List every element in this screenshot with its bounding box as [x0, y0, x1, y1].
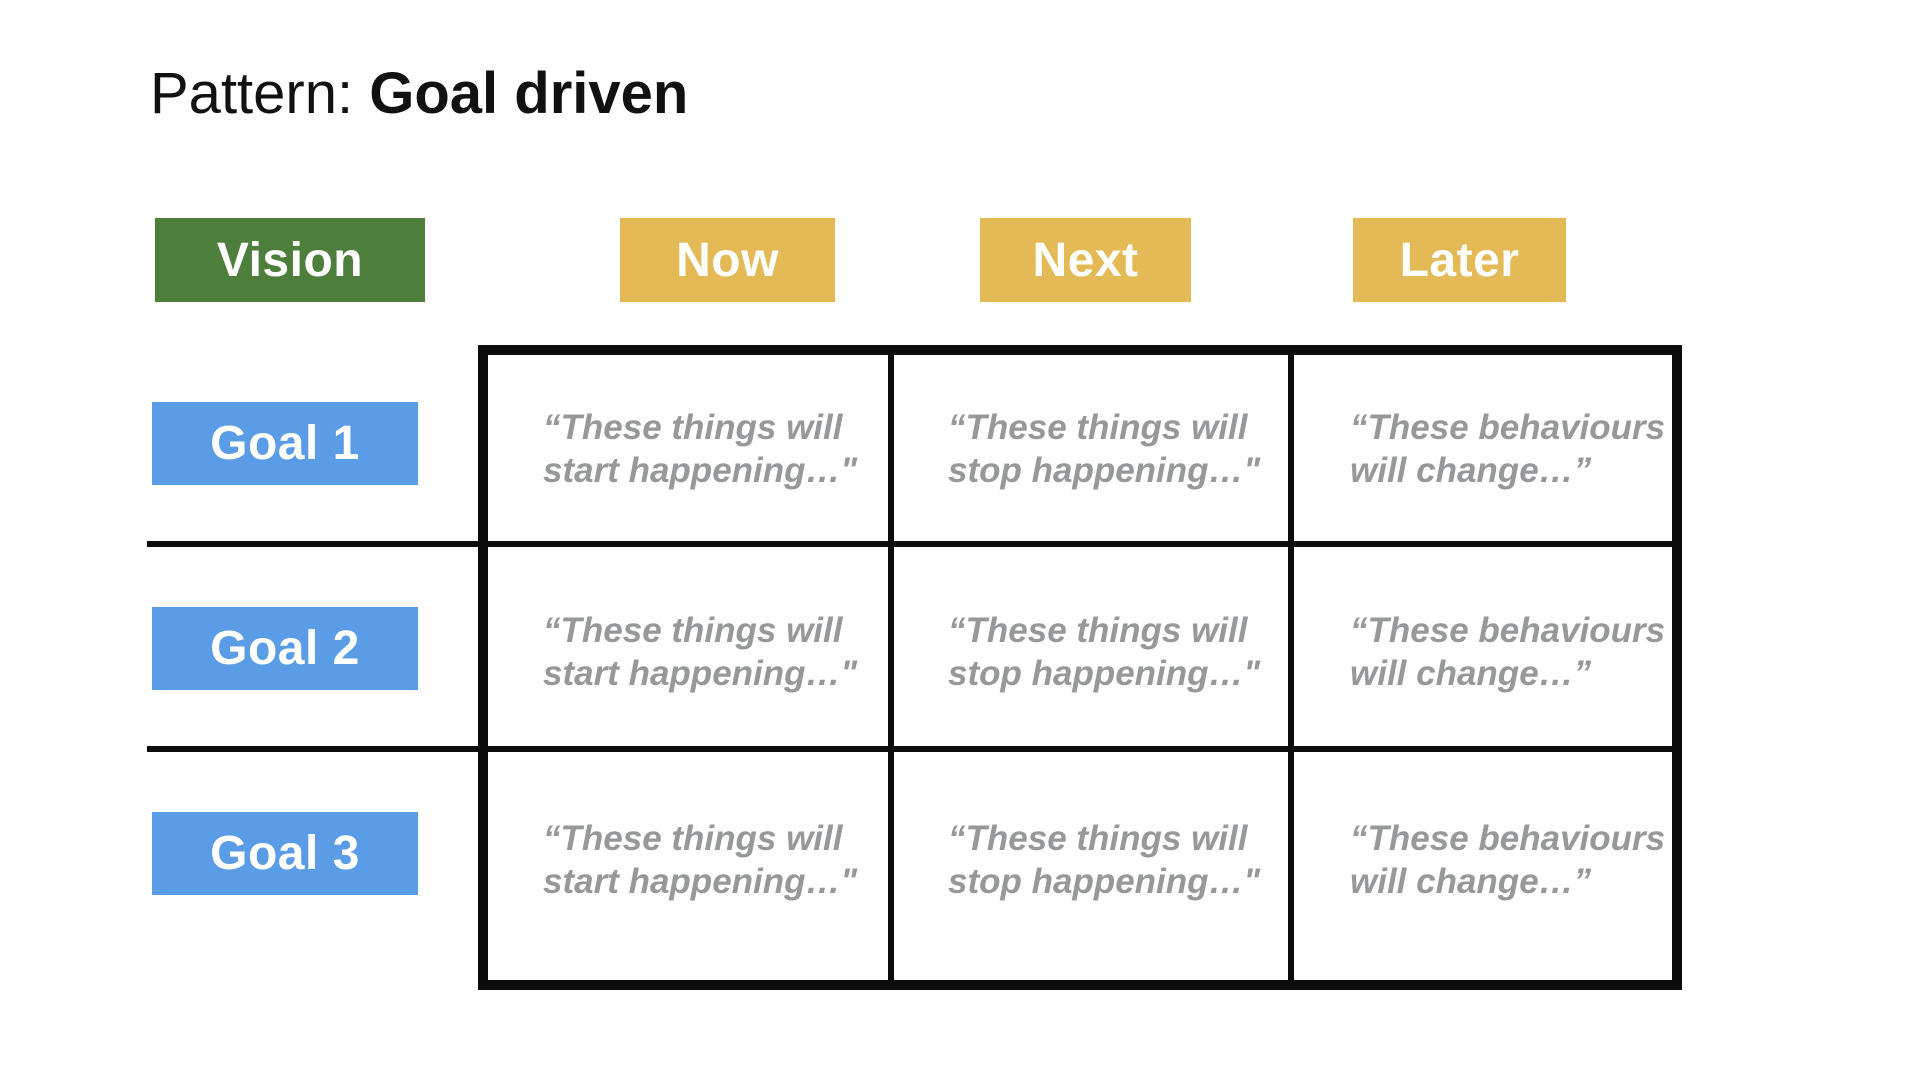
goal-2-label-box: Goal 2	[152, 607, 418, 690]
page-title-emphasis: Goal driven	[369, 61, 689, 126]
row-divider-line	[147, 541, 1682, 547]
table-border	[478, 345, 1682, 990]
column-divider-line	[888, 345, 894, 990]
page-title-prefix: Pattern:	[150, 61, 370, 126]
vision-label-box: Vision	[155, 218, 425, 302]
goal-1-label-box: Goal 1	[152, 402, 418, 485]
cell-text-row2-now: “These things will start happening…"	[543, 611, 858, 693]
column-header-next: Next	[980, 218, 1191, 302]
goal-3-label-box: Goal 3	[152, 812, 418, 895]
cell-text-row3-next: “These things will stop happening…"	[948, 819, 1261, 901]
cell-text-row1-later: “These behaviours will change…”	[1350, 408, 1666, 490]
cell-text-row2-next: “These things will stop happening…"	[948, 611, 1261, 693]
column-header-later: Later	[1353, 218, 1566, 302]
cell-text-row3-later: “These behaviours will change…”	[1350, 819, 1666, 901]
row-divider-line	[147, 746, 1682, 752]
cell-text-row2-later: “These behaviours will change…”	[1350, 611, 1666, 693]
column-header-now: Now	[620, 218, 835, 302]
page-title: Pattern: Goal driven	[150, 62, 688, 126]
cell-text-row1-next: “These things will stop happening…"	[948, 408, 1261, 490]
cell-text-row1-now: “These things will start happening…"	[543, 408, 858, 490]
cell-text-row3-now: “These things will start happening…"	[543, 819, 858, 901]
column-divider-line	[1288, 345, 1294, 990]
